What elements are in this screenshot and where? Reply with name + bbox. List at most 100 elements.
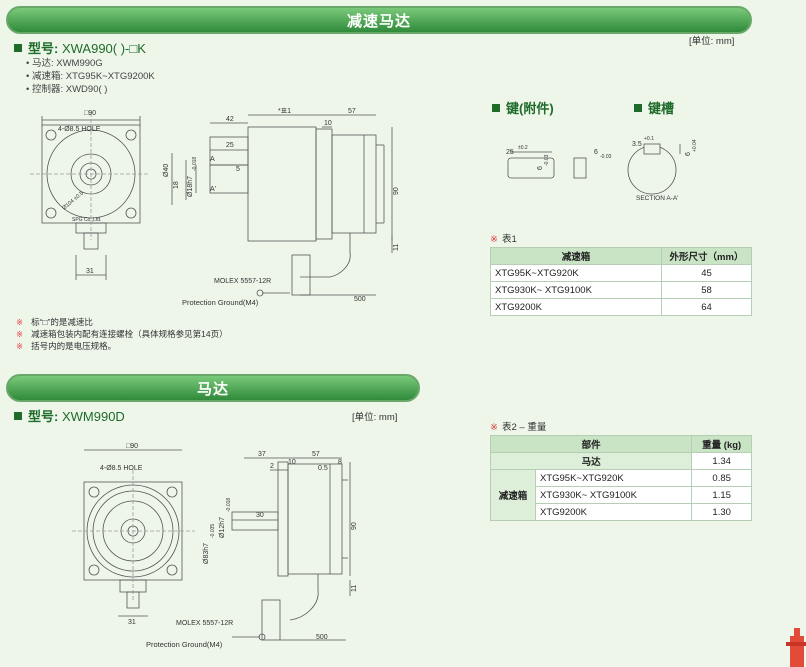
square-bullet-icon	[634, 104, 642, 112]
molex-label: MOLEX 5557-12R	[176, 620, 233, 627]
d11-dim: 11	[393, 244, 400, 251]
a2-mark: A'	[210, 186, 216, 193]
note-bolt: ※减速箱包装内配有连接螺栓（具体规格参见第14页）	[16, 329, 228, 339]
d05-dim: 0.5	[318, 465, 328, 472]
table-header-row: 减速箱 外形尺寸（mm）	[490, 247, 752, 265]
d5-dim: 5	[236, 166, 240, 173]
d11-dim: 11	[351, 585, 358, 592]
note-voltage: ※括号内的是电压规格。	[16, 341, 117, 351]
dstar-dim: *표1	[278, 107, 291, 115]
note-mark-icon: ※	[16, 317, 24, 327]
key-h-tol: -0.03	[600, 154, 612, 160]
d57-dim: 57	[312, 451, 320, 458]
d500-dim: 500	[354, 296, 366, 303]
table-header: 重量 (kg)	[691, 435, 752, 453]
table-header-row: 部件 重量 (kg)	[489, 435, 752, 453]
ground-label: Protection Ground(M4)	[182, 298, 259, 307]
key-w-tol: -0.03	[544, 154, 550, 166]
d57-dim: 57	[348, 108, 356, 115]
d10-dim: 10	[288, 459, 296, 466]
note-ratio: ※标“□”的是减速比	[16, 317, 93, 327]
slot-w-tol: +0.04	[692, 139, 698, 152]
section-title: 减速马达	[346, 13, 411, 30]
bullet-controller: • 控制器: XWD90( )	[26, 84, 108, 95]
bullet-gearbox: • 减速箱: XTG95K~XTG9200K	[26, 71, 155, 82]
motor-drawing: □90 4-Ø8.5 HOLE 31 37 57 2 10 0.5 8 30 Ø…	[72, 443, 358, 649]
key-len-tol: ±0.2	[518, 145, 528, 151]
slot-w-dim: 6	[685, 152, 692, 156]
motor-model-heading: 型号: XWM990D	[14, 406, 125, 425]
shaft-dim: Ø18h7	[187, 176, 194, 197]
keyslot-heading: 键槽	[634, 98, 674, 117]
table-header: 部件	[489, 435, 693, 453]
square-bullet-icon	[492, 104, 500, 112]
molex-label: MOLEX 5557-12R	[214, 278, 271, 285]
ground-label: Protection Ground(M4)	[146, 640, 223, 649]
table1-caption: ※表1	[490, 234, 517, 245]
table2: 部件 重量 (kg) 马达 1.34 减速箱 XTG95K~XTG920K 0.…	[489, 435, 752, 521]
section-label: SECTION A-A'	[636, 195, 678, 202]
shaft-dim: Ø12h7	[219, 517, 226, 538]
gearmotor-notes: ※标“□”的是减速比 ※减速箱包装内配有连接螺栓（具体规格参见第14页） ※括号…	[16, 316, 228, 352]
table-row: XTG930K~ XTG9100K 1.15	[491, 486, 752, 504]
d42-dim: 42	[226, 116, 234, 123]
table-header: 外形尺寸（mm）	[661, 247, 752, 265]
square-bullet-icon	[14, 44, 22, 52]
table-row: XTG9200K 1.30	[491, 503, 752, 521]
d30-dim: 30	[256, 512, 264, 519]
d18-dim: 18	[173, 181, 180, 189]
table-row: 减速箱 XTG95K~XTG920K 0.85	[490, 469, 752, 521]
front-square-dim: □90	[84, 110, 96, 117]
note-mark-icon: ※	[16, 341, 24, 351]
holes-dim: 4-Ø8.5 HOLE	[58, 126, 101, 133]
note-mark-icon: ※	[490, 234, 498, 245]
table-header: 减速箱	[490, 247, 662, 265]
brand-mark: SPG Co.,Ltd.	[72, 217, 101, 223]
section-banner-gearmotor: 减速马达	[6, 6, 752, 34]
note-mark-icon: ※	[490, 422, 498, 433]
slot-depth-tol: +0.1	[644, 136, 654, 142]
gearmotor-bullets: • 马达: XWM990G • 减速箱: XTG95K~XTG9200K • 控…	[26, 57, 155, 96]
d40-dim: Ø40	[163, 164, 170, 177]
corner-logo-icon	[786, 628, 806, 667]
key-drawing: 25 ±0.2 6 -0.03 6 -0.03 3.5 +0.1 6 +0.04…	[506, 136, 698, 202]
unit-label: [单位: mm]	[352, 412, 398, 423]
key-h-dim: 6	[594, 149, 598, 156]
d2-dim: 2	[270, 463, 274, 470]
d8-dim: 8	[338, 459, 342, 466]
square-bullet-icon	[14, 412, 22, 420]
table-row: 马达 1.34	[489, 452, 752, 470]
shaft-tol: -0.018	[192, 157, 198, 171]
shaft-tol: -0.018	[226, 498, 232, 512]
d90-dim: 90	[351, 522, 358, 530]
slot-depth-dim: 3.5	[632, 141, 642, 148]
gearmotor-drawing: □90 4-Ø8.5 HOLE Ø104 ±0.5 SPG Co.,Ltd. 3…	[30, 107, 400, 307]
front-square-dim: □90	[126, 443, 138, 450]
pilot-tol: -0.035	[210, 524, 216, 538]
d25-dim: 25	[226, 142, 234, 149]
d10-dim: 10	[324, 120, 332, 127]
table2-caption: ※表2 – 重量	[490, 422, 547, 433]
bullet-motor: • 马达: XWM990G	[26, 58, 103, 69]
d31-dim: 31	[128, 619, 136, 626]
d90-dim: 90	[393, 187, 400, 195]
key-heading: 键(附件)	[492, 98, 554, 117]
unit-label: [单位: mm]	[689, 36, 735, 47]
d31-dim: 31	[86, 268, 94, 275]
d37-dim: 37	[258, 451, 266, 458]
pilot-dim: Ø83h7	[203, 543, 210, 564]
section-banner-motor: 马达	[6, 374, 420, 402]
d500-dim: 500	[316, 634, 328, 641]
model-label: 型号:	[28, 41, 59, 56]
a-mark: A	[210, 156, 215, 163]
key-len-dim: 25	[506, 149, 514, 156]
model-value: XWA990( )-□K	[61, 41, 146, 56]
gearmotor-model-heading: 型号: XWA990( )-□K	[14, 38, 146, 57]
note-mark-icon: ※	[16, 329, 24, 339]
key-w-dim: 6	[537, 166, 544, 170]
holes-dim: 4-Ø8.5 HOLE	[100, 465, 143, 472]
